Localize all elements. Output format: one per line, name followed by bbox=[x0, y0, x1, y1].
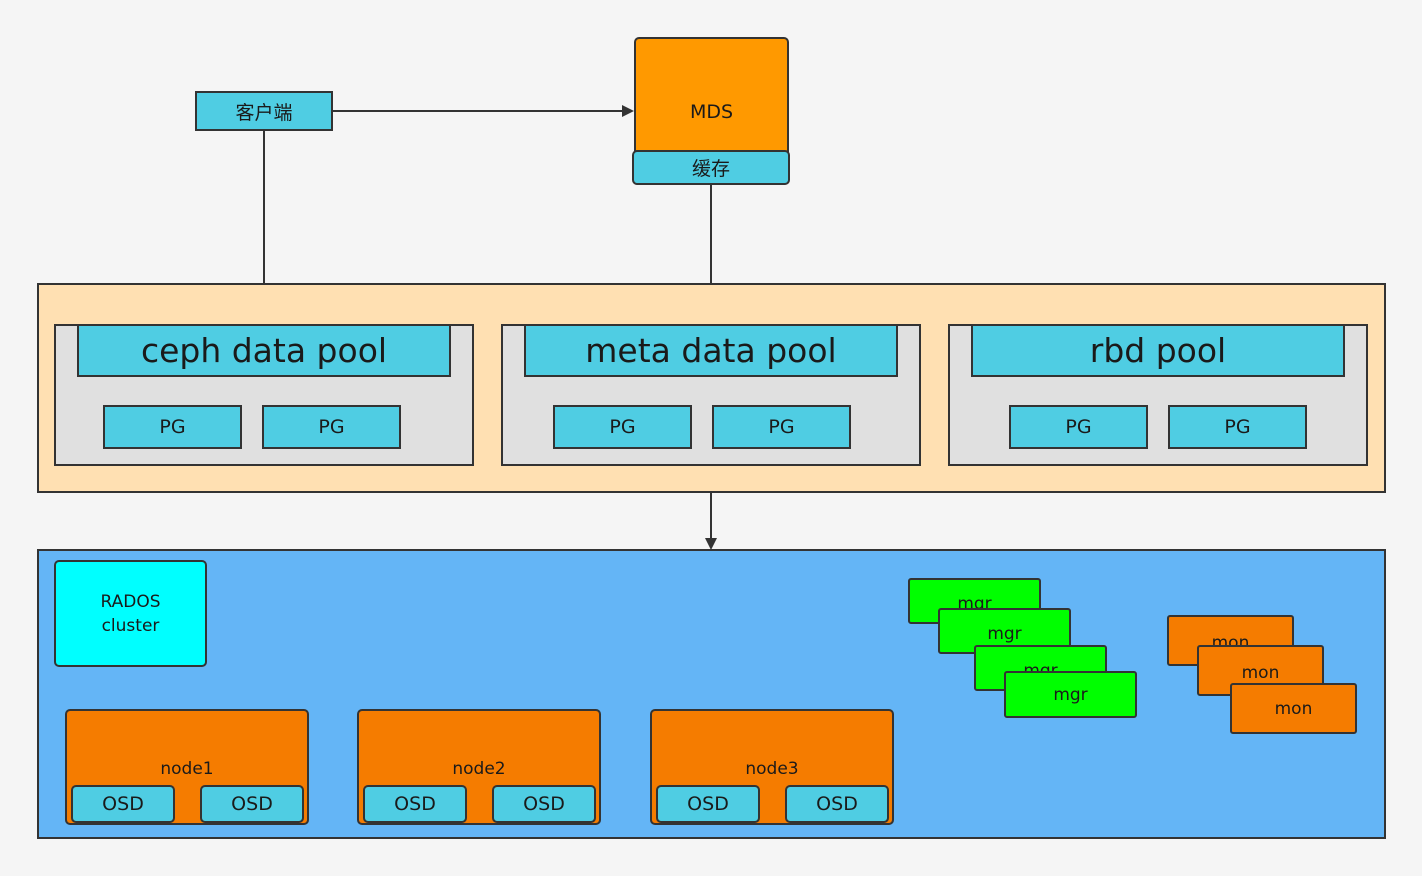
osd-box: OSD bbox=[656, 785, 760, 823]
rados-cluster-label-box: RADOS cluster bbox=[54, 560, 207, 667]
pool-title-ceph-data: ceph data pool bbox=[77, 324, 451, 377]
pool-title-rbd: rbd pool bbox=[971, 324, 1345, 377]
client-label: 客户端 bbox=[235, 101, 293, 124]
osd-box: OSD bbox=[71, 785, 175, 823]
pool-title-label: rbd pool bbox=[1089, 331, 1227, 370]
mgr-box: mgr bbox=[1004, 671, 1137, 718]
pg-label: PG bbox=[768, 416, 795, 438]
osd-label: OSD bbox=[816, 793, 858, 815]
osd-box: OSD bbox=[200, 785, 304, 823]
mon-label: mon bbox=[1241, 663, 1280, 683]
node-label: node3 bbox=[745, 759, 799, 779]
osd-label: OSD bbox=[102, 793, 144, 815]
osd-box: OSD bbox=[492, 785, 596, 823]
mgr-label: mgr bbox=[1053, 684, 1088, 705]
pg-label: PG bbox=[1224, 416, 1251, 438]
mds-cache-box: 缓存 bbox=[632, 150, 790, 185]
pool-title-meta-data: meta data pool bbox=[524, 324, 898, 377]
pg-label: PG bbox=[318, 416, 345, 438]
osd-label: OSD bbox=[394, 793, 436, 815]
osd-label: OSD bbox=[231, 793, 273, 815]
pg-label: PG bbox=[1065, 416, 1092, 438]
pool-title-label: ceph data pool bbox=[140, 331, 388, 370]
mds-cache-label: 缓存 bbox=[691, 158, 730, 180]
osd-box: OSD bbox=[363, 785, 467, 823]
mgr-label: mgr bbox=[987, 624, 1022, 644]
osd-box: OSD bbox=[785, 785, 889, 823]
osd-label: OSD bbox=[523, 793, 565, 815]
pg-box: PG bbox=[553, 405, 692, 449]
mon-box: mon bbox=[1230, 683, 1357, 734]
rados-label-line1: RADOS bbox=[100, 591, 161, 612]
rados-label-line2: cluster bbox=[101, 615, 160, 636]
client-box: 客户端 bbox=[195, 91, 333, 131]
pool-title-label: meta data pool bbox=[585, 331, 837, 370]
mon-label: mon bbox=[1274, 698, 1313, 719]
pg-box: PG bbox=[712, 405, 851, 449]
pg-box: PG bbox=[262, 405, 401, 449]
mds-label: MDS bbox=[689, 101, 734, 123]
pg-label: PG bbox=[609, 416, 636, 438]
pg-box: PG bbox=[1009, 405, 1148, 449]
pg-box: PG bbox=[103, 405, 242, 449]
osd-label: OSD bbox=[687, 793, 729, 815]
pg-label: PG bbox=[159, 416, 186, 438]
node-label: node2 bbox=[452, 759, 506, 779]
node-label: node1 bbox=[160, 759, 214, 779]
pg-box: PG bbox=[1168, 405, 1307, 449]
